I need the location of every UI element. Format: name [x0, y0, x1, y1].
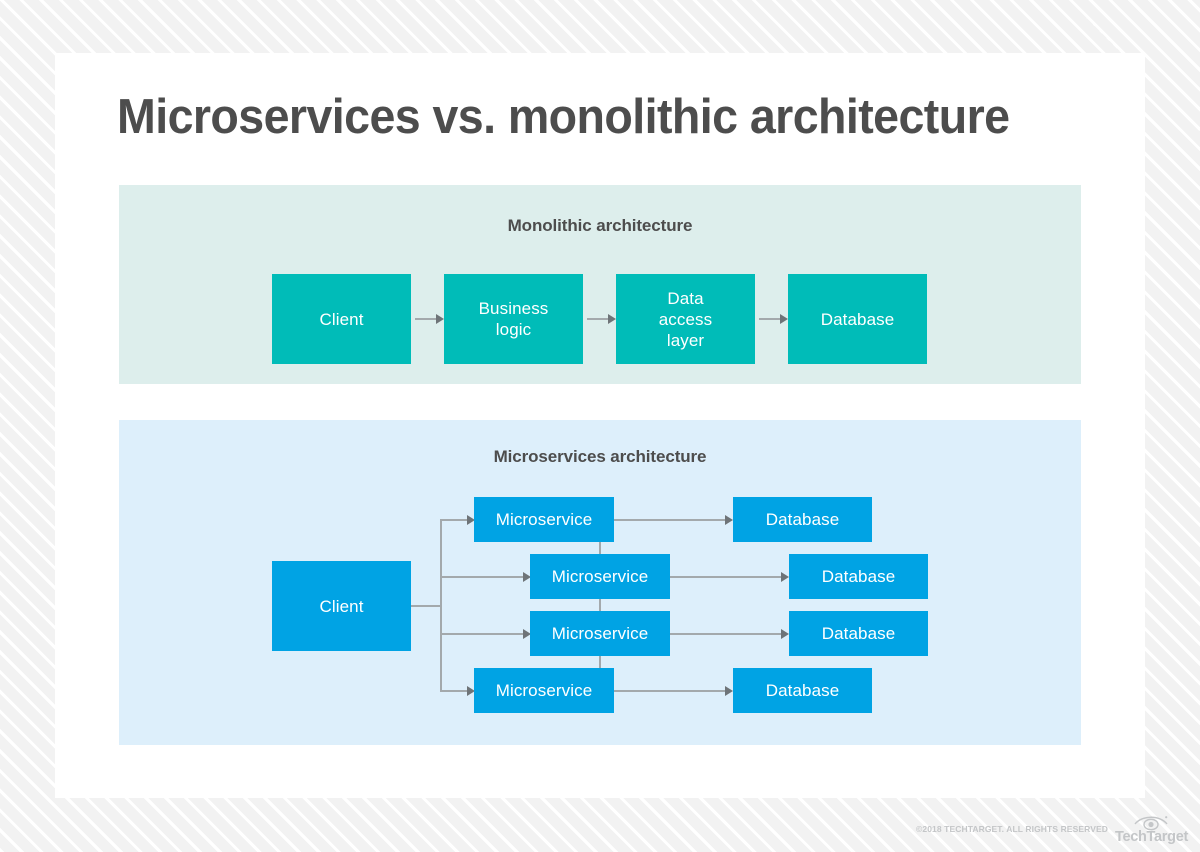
client-branch-arrowhead-4 — [467, 686, 475, 696]
monolithic-connector-2 — [587, 318, 611, 320]
client-branch-2 — [440, 576, 526, 578]
microservice-to-database-arrowhead-1 — [725, 515, 733, 525]
footer: ©2018 TECHTARGET. ALL RIGHTS RESERVED Te… — [916, 814, 1188, 845]
monolithic-node-data-access-layer: Data access layer — [616, 274, 755, 364]
microservice-box-4: Microservice — [474, 668, 614, 713]
monolithic-node-database: Database — [788, 274, 927, 364]
microservice-to-database-connector-1 — [614, 519, 729, 521]
monolithic-heading: Monolithic architecture — [507, 216, 693, 235]
monolithic-connector-3 — [759, 318, 783, 320]
database-label-4: Database — [765, 681, 840, 700]
microservice-label-1: Microservice — [495, 510, 593, 529]
client-branch-arrowhead-2 — [523, 572, 531, 582]
microservice-box-1: Microservice — [474, 497, 614, 542]
microservice-label-4: Microservice — [495, 681, 593, 700]
monolithic-arrowhead-1 — [436, 314, 444, 324]
eye-icon — [1134, 815, 1169, 830]
microservice-to-database-arrowhead-3 — [781, 629, 789, 639]
client-branch-4 — [440, 690, 470, 692]
content-card: Microservices vs. monolithic architectur… — [55, 53, 1145, 798]
client-branch-arrowhead-1 — [467, 515, 475, 525]
microservices-node-client: Client — [272, 561, 411, 651]
monolithic-node-business-logic: Business logic — [444, 274, 583, 364]
techtarget-logo: TechTarget — [1115, 814, 1188, 845]
microservice-to-database-arrowhead-2 — [781, 572, 789, 582]
microservice-label-3: Microservice — [551, 624, 649, 643]
techtarget-wordmark: TechTarget — [1114, 828, 1188, 845]
monolithic-arrowhead-2 — [608, 314, 616, 324]
microservice-label-2: Microservice — [551, 567, 649, 586]
database-box-1: Database — [733, 497, 872, 542]
monolithic-node-client: Client — [272, 274, 411, 364]
database-box-3: Database — [789, 611, 928, 656]
monolithic-node-client-label: Client — [319, 309, 364, 329]
page-title: Microservices vs. monolithic architectur… — [117, 90, 1010, 144]
monolithic-node-database-label: Database — [820, 309, 895, 329]
microservice-to-database-connector-2 — [670, 576, 785, 578]
database-box-2: Database — [789, 554, 928, 599]
monolithic-architecture-panel: Monolithic architecture Client Business … — [119, 185, 1081, 384]
client-branch-arrowhead-3 — [523, 629, 531, 639]
database-label-3: Database — [821, 624, 896, 643]
monolithic-connector-1 — [415, 318, 439, 320]
monolithic-node-data-access-layer-label: Data access layer — [658, 288, 713, 350]
microservice-box-3: Microservice — [530, 611, 670, 656]
client-branch-3 — [440, 633, 526, 635]
microservice-to-database-arrowhead-4 — [725, 686, 733, 696]
microservice-box-2: Microservice — [530, 554, 670, 599]
database-box-4: Database — [733, 668, 872, 713]
service-link-1-2 — [599, 542, 601, 554]
database-label-1: Database — [765, 510, 840, 529]
microservice-to-database-connector-4 — [614, 690, 729, 692]
microservices-architecture-panel: Microservices architecture Client Micros… — [119, 420, 1081, 745]
service-link-3-4 — [599, 656, 601, 668]
client-branch-1 — [440, 519, 470, 521]
client-distribution-trunk — [440, 520, 442, 692]
copyright-text: ©2018 TECHTARGET. ALL RIGHTS RESERVED — [916, 823, 1108, 834]
monolithic-arrowhead-3 — [780, 314, 788, 324]
microservice-to-database-connector-3 — [670, 633, 785, 635]
microservices-node-client-label: Client — [319, 596, 364, 616]
database-label-2: Database — [821, 567, 896, 586]
microservices-heading: Microservices architecture — [493, 447, 707, 466]
service-link-2-3 — [599, 599, 601, 611]
monolithic-node-business-logic-label: Business logic — [478, 299, 549, 339]
client-stem-connector — [411, 605, 442, 607]
